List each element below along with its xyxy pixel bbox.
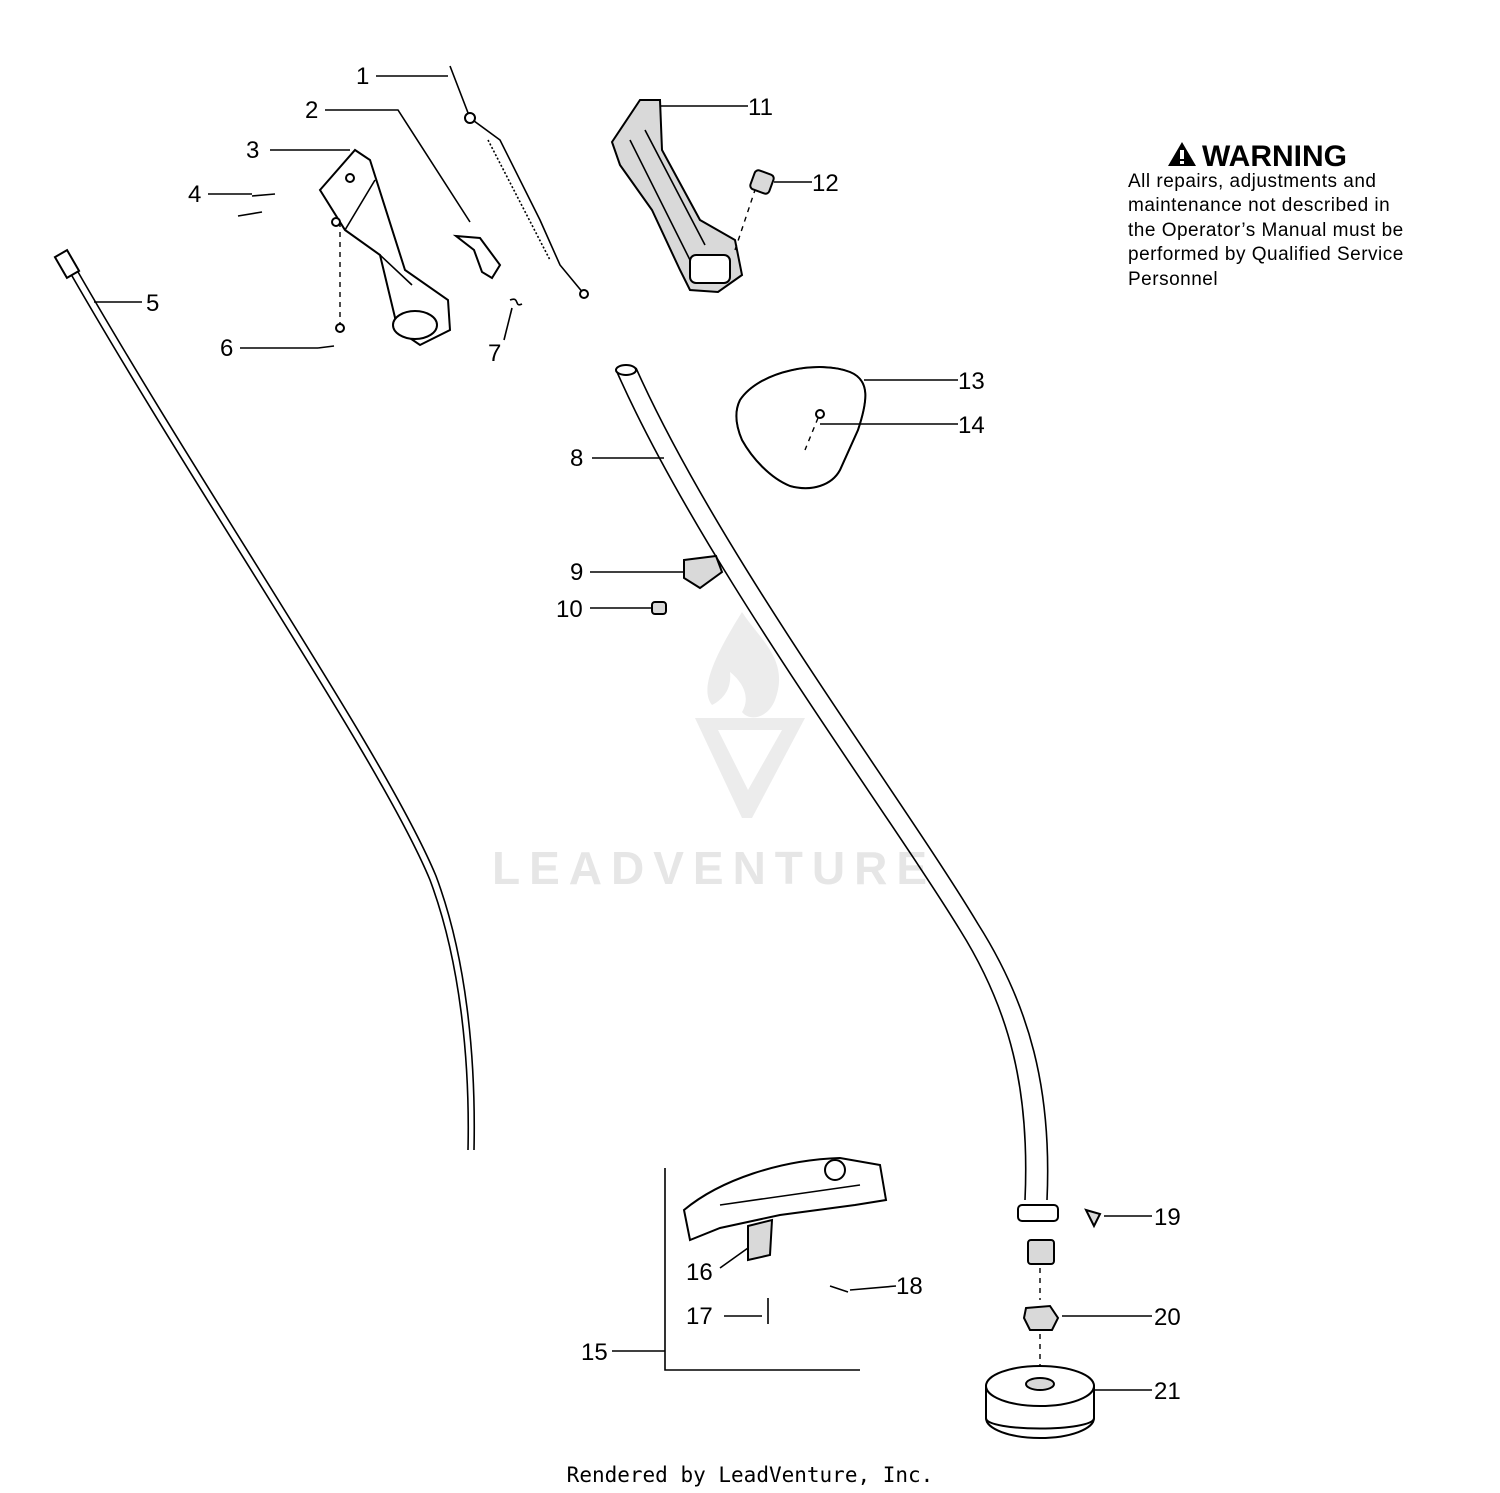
part-drive-shaft	[53, 248, 476, 1151]
callout-7: 7	[488, 340, 501, 367]
callout-15: 15	[581, 1339, 608, 1366]
watermark: LEADVENTURE	[492, 612, 936, 894]
part-screw-18	[829, 1285, 849, 1293]
callout-8: 8	[570, 445, 583, 472]
warning-block: WARNING All repairs, adjustments and mai…	[1128, 140, 1404, 290]
warning-triangle-icon	[1168, 142, 1196, 166]
part-shaft-tube	[615, 364, 1049, 1201]
part-stop-switch	[749, 169, 775, 195]
callout-13: 13	[958, 368, 985, 395]
callout-17: 17	[686, 1303, 713, 1330]
part-nut	[1022, 1304, 1060, 1370]
part-throttle-cable	[449, 65, 589, 299]
callout-18: 18	[896, 1273, 923, 1300]
leadventure-flame-logo-icon	[695, 612, 805, 818]
callout-9: 9	[570, 559, 583, 586]
callout-3: 3	[246, 137, 259, 164]
warning-line-5: Personnel	[1128, 269, 1218, 290]
callout-14: 14	[958, 412, 985, 439]
callout-6: 6	[220, 335, 233, 362]
callout-11: 11	[748, 94, 773, 121]
callout-5: 5	[146, 290, 159, 317]
warning-line-1: All repairs, adjustments and	[1128, 171, 1376, 192]
callout-2: 2	[305, 97, 318, 124]
callout-4: 4	[188, 181, 201, 208]
warning-line-4: performed by Qualified Service	[1128, 244, 1404, 265]
warning-title: WARNING	[1202, 140, 1347, 173]
part-spring	[509, 298, 523, 306]
part-screws-4	[237, 193, 276, 217]
part-guard	[664, 1156, 888, 1371]
callout-20: 20	[1154, 1304, 1181, 1331]
part-clamp	[683, 554, 724, 590]
callout-labels: 1 2 3 4 5 6 7 8 9 10 11 12 13 14 15 16 1…	[146, 63, 1181, 1405]
part-trimmer-head	[985, 1365, 1095, 1439]
callout-16: 16	[686, 1259, 713, 1286]
warning-line-2: maintenance not described in	[1128, 195, 1390, 216]
part-throttle-trigger	[452, 234, 502, 280]
watermark-text: LEADVENTURE	[492, 842, 936, 894]
callout-10: 10	[556, 596, 583, 623]
part-shaft-clamp	[1017, 1204, 1102, 1300]
part-screw-6	[317, 345, 335, 349]
warning-line-3: the Operator’s Manual must be	[1128, 220, 1404, 241]
leader-lines	[94, 75, 1152, 1391]
callout-19: 19	[1154, 1204, 1181, 1231]
part-knob	[651, 601, 667, 615]
callout-1: 1	[356, 63, 369, 90]
part-handle-housing	[318, 148, 452, 347]
part-loop-handle	[735, 366, 867, 490]
callout-21: 21	[1154, 1378, 1181, 1405]
footer-credit: Rendered by LeadVenture, Inc.	[567, 1463, 934, 1487]
callout-12: 12	[812, 170, 839, 197]
part-rear-handle	[610, 99, 756, 294]
